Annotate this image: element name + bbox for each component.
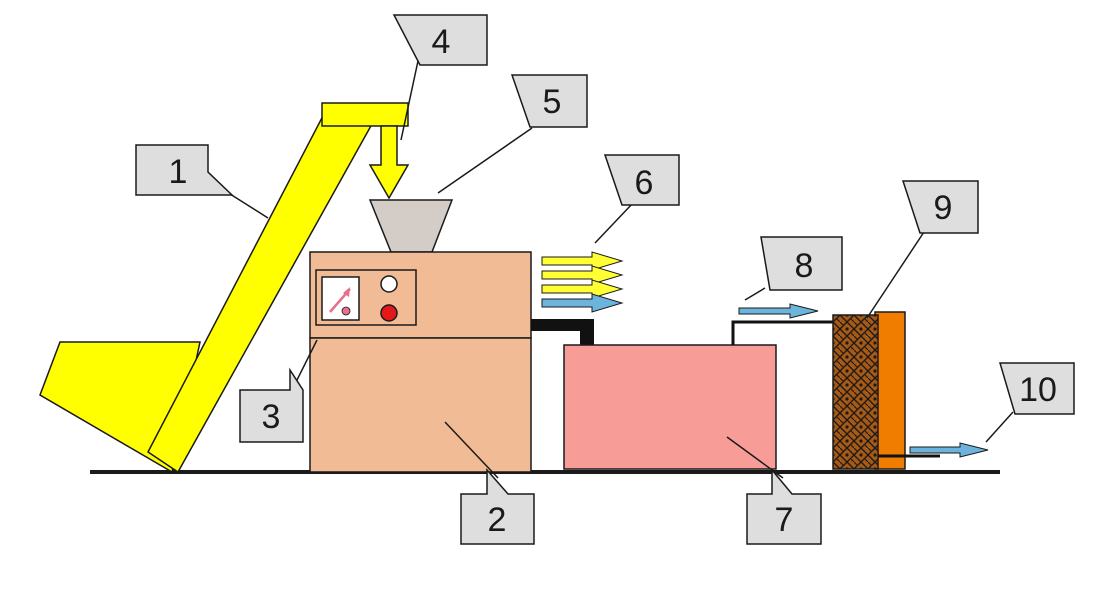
callout-label-6: 6 — [635, 164, 654, 202]
callout-label-8: 8 — [795, 247, 814, 285]
leader-line-8 — [744, 287, 766, 301]
callout-label-2: 2 — [488, 501, 507, 539]
filter-frame — [874, 311, 906, 470]
callout-label-4: 4 — [432, 23, 451, 61]
processing-machine — [309, 251, 532, 473]
callout-box — [510, 74, 588, 128]
machine-to-tank-pipe — [531, 319, 594, 345]
leader-line-4 — [400, 60, 419, 141]
callout-7: 7 — [746, 467, 822, 545]
filter-media — [832, 314, 879, 470]
leader-line-2 — [444, 421, 499, 479]
filter-unit — [832, 311, 906, 470]
callout-label-3: 3 — [262, 398, 281, 436]
callout-4: 4 — [392, 14, 488, 66]
blue-outlet-arrow — [909, 442, 989, 458]
callout-10: 10 — [998, 362, 1075, 415]
discharge-arrow — [368, 125, 410, 200]
leader-line-6 — [594, 202, 634, 244]
tank-to-filter-pipe — [731, 320, 833, 345]
leader-line-10 — [985, 411, 1014, 443]
callout-label-1: 1 — [169, 153, 188, 191]
callout-8: 8 — [760, 236, 843, 291]
machine-hopper — [368, 199, 454, 253]
inclined-conveyor — [39, 102, 410, 474]
leader-line-9 — [866, 231, 925, 319]
red-indicator-light — [380, 304, 398, 322]
callout-box — [460, 468, 535, 545]
gauge-knob — [341, 306, 351, 316]
callout-1: 1 — [135, 144, 234, 196]
callout-box — [998, 362, 1075, 415]
callout-box — [746, 467, 822, 545]
callout-label-7: 7 — [775, 501, 794, 539]
settling-tank — [563, 344, 777, 470]
callout-label-9: 9 — [934, 189, 953, 227]
callout-5: 5 — [510, 74, 588, 128]
callout-9: 9 — [901, 180, 979, 234]
callout-label-5: 5 — [543, 83, 562, 121]
yellow-output-arrow — [541, 279, 624, 299]
leader-lines — [199, 60, 1014, 479]
conveyor-head — [321, 102, 409, 127]
callout-3: 3 — [239, 367, 304, 443]
blue-output-arrow — [541, 293, 624, 313]
callout-6: 6 — [603, 154, 680, 206]
callout-box — [135, 144, 234, 196]
callout-box — [239, 367, 304, 443]
callout-box — [901, 180, 979, 234]
yellow-output-arrow — [541, 251, 624, 271]
gauge-needle-tip — [343, 287, 350, 297]
callout-label-10: 10 — [1019, 371, 1057, 409]
callout-box — [603, 154, 680, 206]
callout-2: 2 — [460, 468, 535, 545]
output-arrows — [541, 251, 624, 313]
yellow-output-arrow — [541, 265, 624, 285]
callout-box — [760, 236, 843, 291]
blue-flow-arrow — [738, 303, 819, 319]
leader-line-5 — [437, 127, 533, 194]
white-indicator-light — [380, 275, 398, 293]
callout-box — [392, 14, 488, 66]
machine-lower-body — [309, 337, 532, 473]
